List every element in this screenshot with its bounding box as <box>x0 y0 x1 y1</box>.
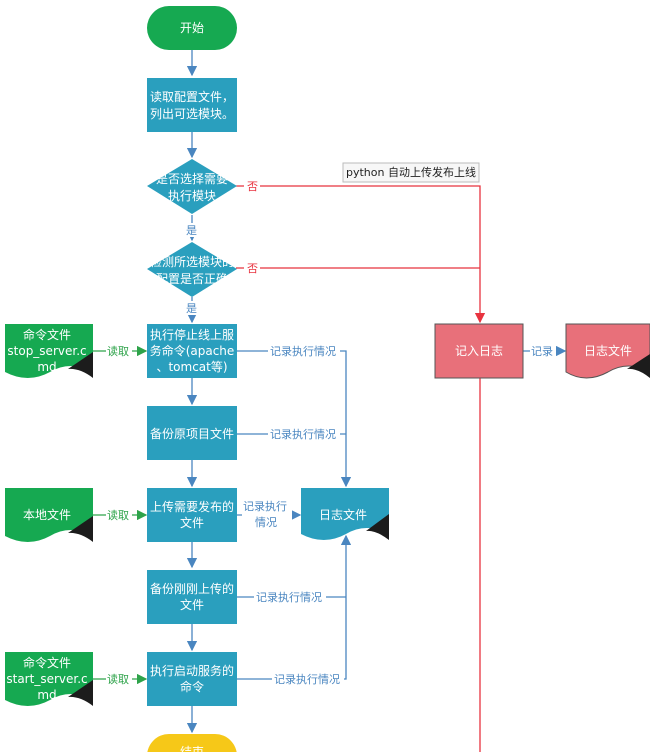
record-label-2: 记录执行情况 <box>270 427 336 441</box>
read-label-2: 读取 <box>107 508 129 522</box>
title-tag-text: python 自动上传发布上线 <box>346 165 476 179</box>
record-label-3b: 情况 <box>255 516 277 529</box>
check-config-line2: 配置是否正确 <box>156 272 228 286</box>
stop-service-node[interactable]: 执行停止线上服 务命令(apache 、tomcat等) <box>147 324 237 378</box>
local-file-document[interactable]: 本地文件 <box>5 488 93 542</box>
cmd-stop-line1: 命令文件 <box>23 327 71 342</box>
log-file-right-label: 日志文件 <box>584 343 632 358</box>
record-label-6: 记录 <box>531 345 553 358</box>
backup-uploaded-line1: 备份刚刚上传的 <box>150 581 234 596</box>
cmd-start-line3: md <box>37 688 56 702</box>
write-log-node[interactable]: 记入日志 <box>434 323 524 379</box>
end-node[interactable]: 结束 <box>147 734 237 752</box>
record-label-5: 记录执行情况 <box>274 672 340 686</box>
backup-project-label: 备份原项目文件 <box>150 426 234 441</box>
backup-project-node[interactable]: 备份原项目文件 <box>147 406 237 460</box>
choose-module-line2: 执行模块 <box>168 189 216 203</box>
backup-uploaded-line2: 文件 <box>180 597 204 612</box>
upload-line1: 上传需要发布的 <box>150 499 234 514</box>
yes-label-2: 是 <box>186 302 197 315</box>
upload-node[interactable]: 上传需要发布的 文件 <box>147 488 237 542</box>
check-config-line1: 检测所选模块的 <box>150 254 234 269</box>
no-label-1: 否 <box>247 180 258 193</box>
title-tag: python 自动上传发布上线 <box>342 162 480 183</box>
choose-module-line1: 是否选择需要 <box>156 172 228 186</box>
log-file-mid-label: 日志文件 <box>319 507 367 522</box>
start-label: 开始 <box>180 21 204 35</box>
cmd-start-line1: 命令文件 <box>23 655 71 670</box>
check-config-decision[interactable]: 检测所选模块的 配置是否正确 <box>147 242 237 297</box>
start-service-line1: 执行启动服务的 <box>150 663 234 678</box>
backup-uploaded-node[interactable]: 备份刚刚上传的 文件 <box>147 570 237 624</box>
cmd-stop-document[interactable]: 命令文件 stop_server.c md <box>5 324 93 378</box>
record-label-1: 记录执行情况 <box>270 344 336 358</box>
local-file-label: 本地文件 <box>23 507 71 522</box>
cmd-start-line2: start_server.c <box>6 672 87 686</box>
log-file-mid-document[interactable]: 日志文件 <box>301 488 389 540</box>
edge-labels: 否 否 是 是 读取 读取 读取 记录执行情况 记录执行情况 记录执行 情况 记… <box>106 179 556 686</box>
stop-service-line1: 执行停止线上服 <box>150 327 234 342</box>
cmd-stop-line3: md <box>37 360 56 374</box>
cmd-stop-line2: stop_server.c <box>7 344 86 358</box>
record-label-4: 记录执行情况 <box>256 590 322 604</box>
stop-service-line2: 务命令(apache <box>150 343 235 358</box>
cmd-start-document[interactable]: 命令文件 start_server.c md <box>5 652 93 706</box>
record-label-3a: 记录执行 <box>243 499 287 513</box>
end-label: 结束 <box>180 745 204 752</box>
read-config-node[interactable]: 读取配置文件， 列出可选模块。 <box>147 78 237 132</box>
read-label-1: 读取 <box>107 344 129 358</box>
stop-service-line3: 、tomcat等) <box>156 360 227 374</box>
read-label-3: 读取 <box>107 672 129 686</box>
log-file-right-document[interactable]: 日志文件 <box>565 323 650 379</box>
start-node[interactable]: 开始 <box>147 6 237 50</box>
write-log-label: 记入日志 <box>455 344 503 358</box>
start-service-line2: 命令 <box>180 679 204 694</box>
no-label-2: 否 <box>247 262 258 275</box>
start-service-node[interactable]: 执行启动服务的 命令 <box>147 652 237 706</box>
no-edges <box>236 185 486 752</box>
choose-module-decision[interactable]: 是否选择需要 执行模块 <box>147 159 237 214</box>
read-config-line1: 读取配置文件， <box>150 89 234 104</box>
read-config-line2: 列出可选模块。 <box>150 107 234 121</box>
upload-line2: 文件 <box>180 515 204 530</box>
yes-label-1: 是 <box>186 224 197 237</box>
